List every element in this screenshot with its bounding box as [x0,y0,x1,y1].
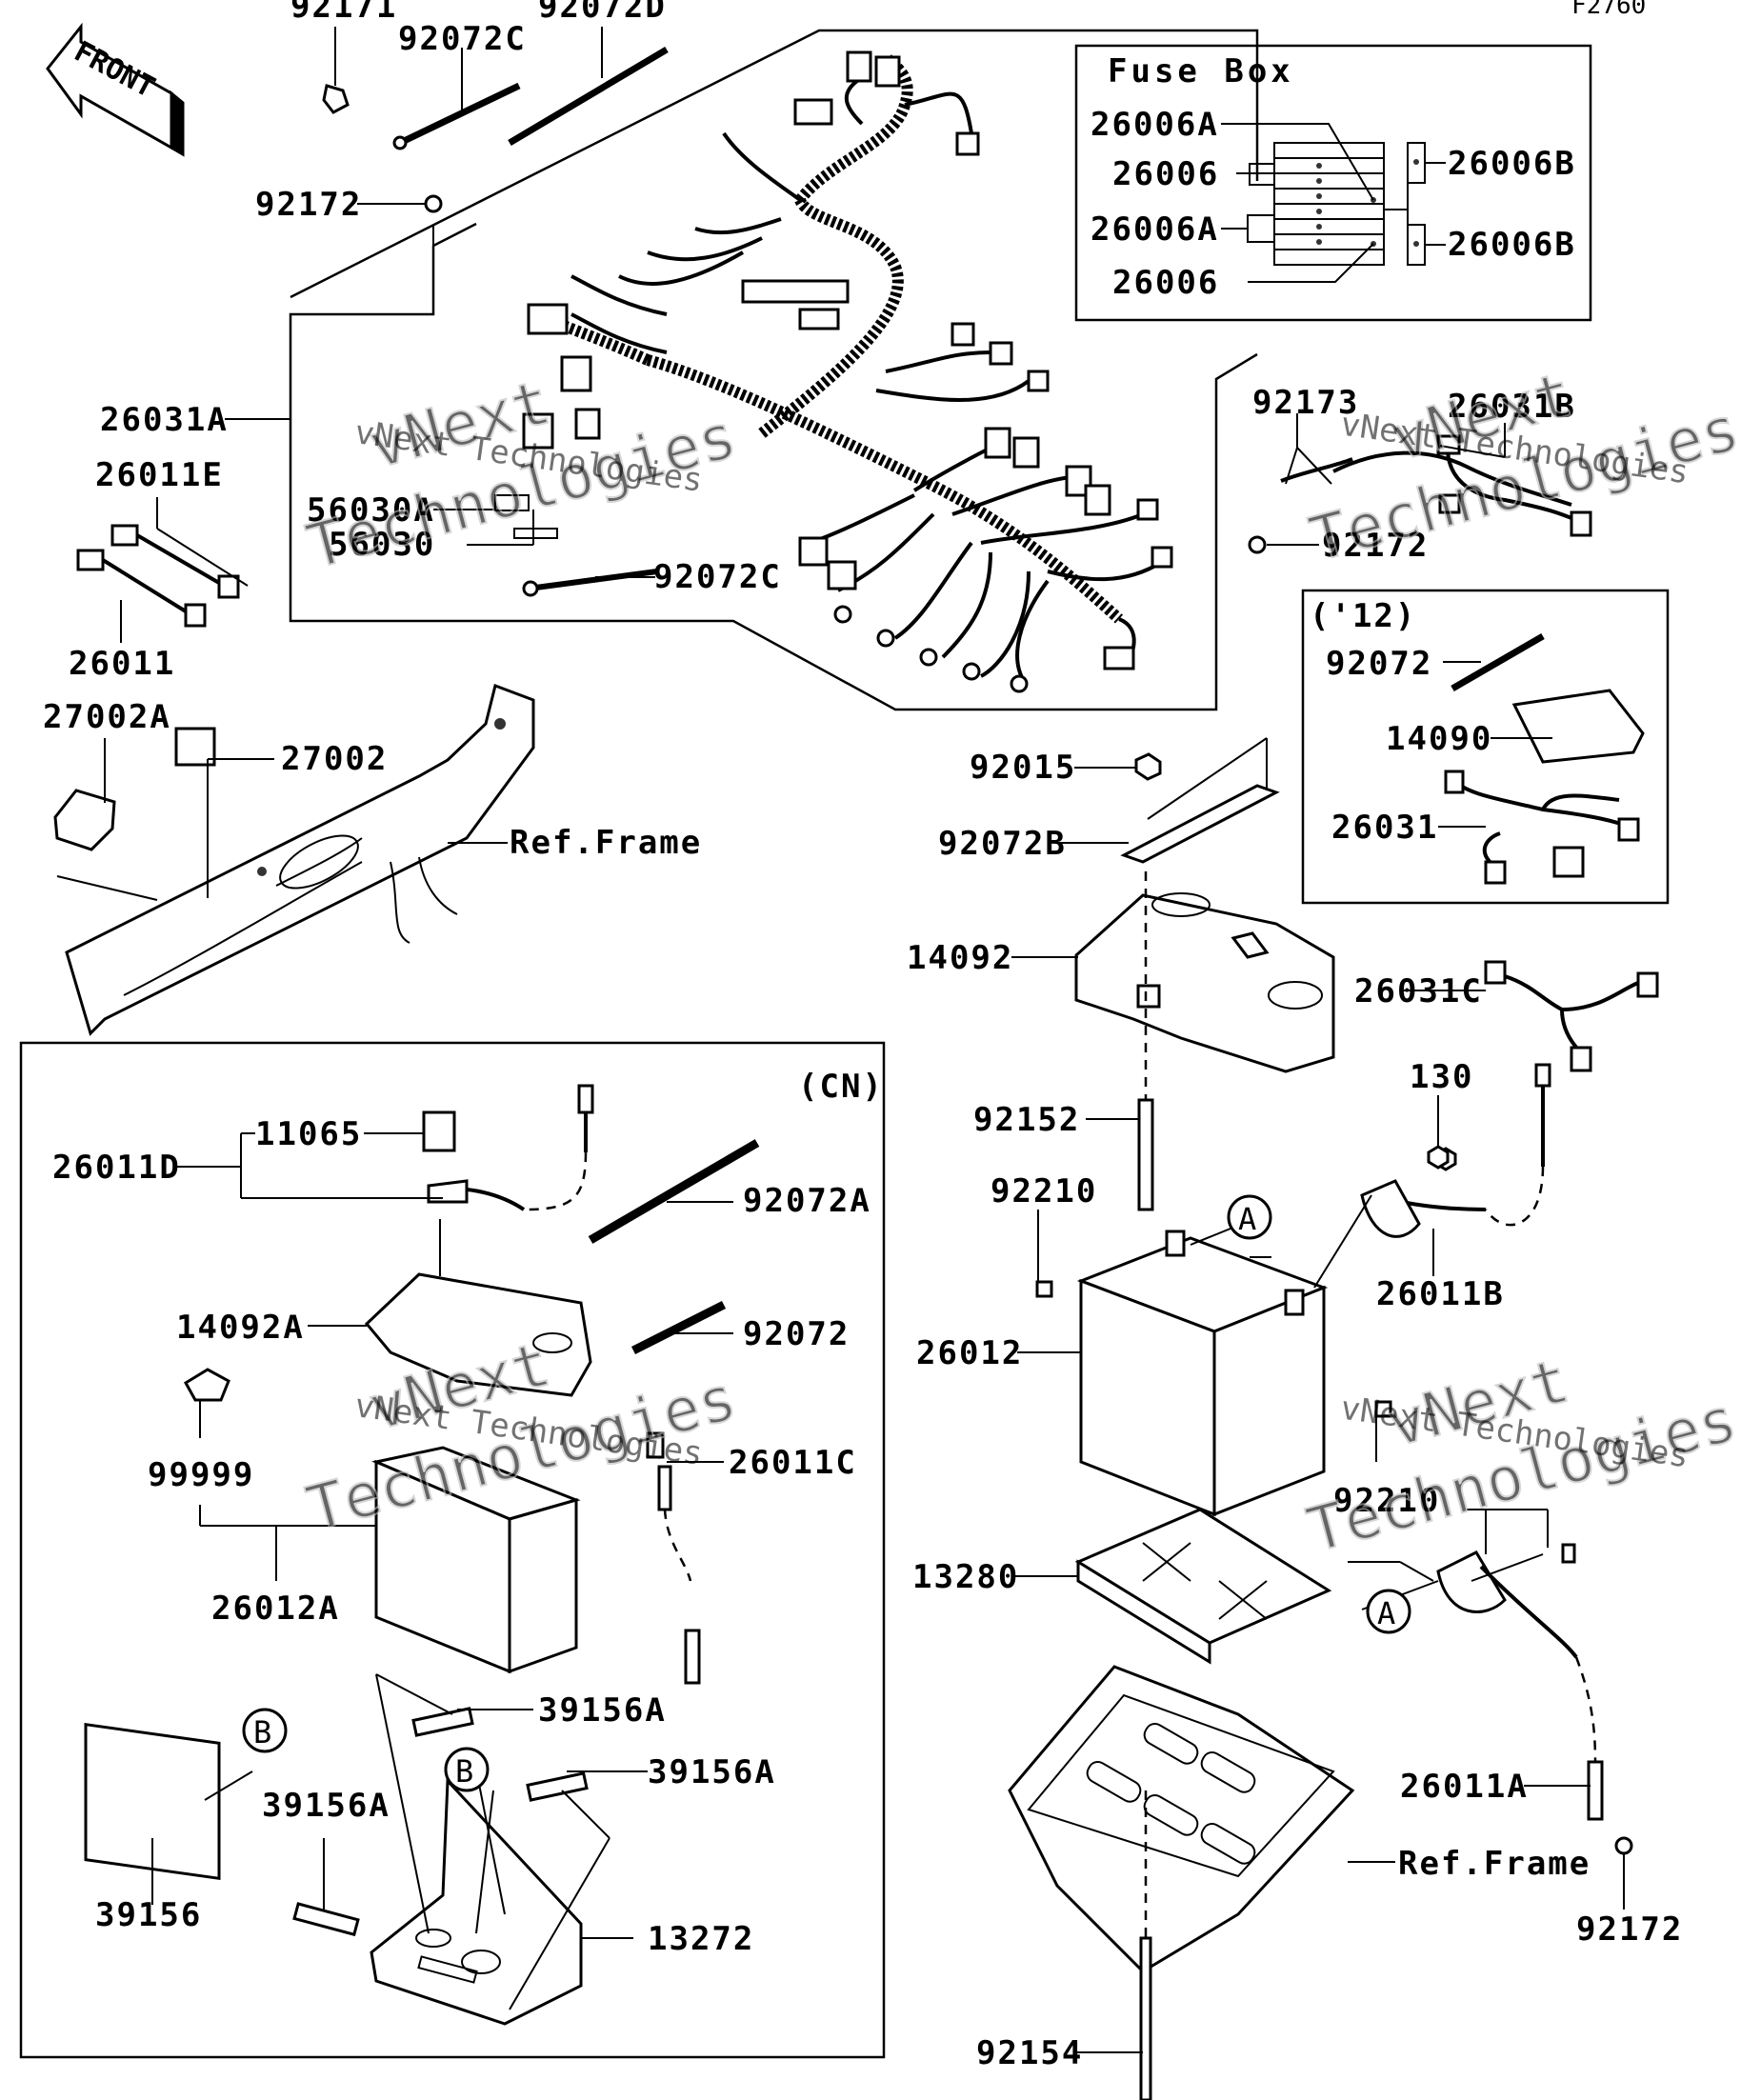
callout-a-text: A [1377,1595,1395,1631]
left-frame-section [53,684,535,1036]
callout-a-bottom: A [1366,1589,1411,1634]
bolt-130 [1427,1145,1450,1170]
part-label-92172: 92172 [255,186,362,224]
fuse-label-26006A-bottom: 26006A [1091,210,1219,249]
front-arrow-icon: FRONT [46,22,185,157]
part-label-26012: 26012 [916,1334,1023,1372]
part-label-39156A-3: 39156A [262,1787,390,1825]
part-label-26031A: 26031A [100,401,229,439]
main-harness-section [289,29,1259,711]
part-label-92015: 92015 [970,749,1076,787]
part-label-92072C: 92072C [398,20,527,58]
part-label-92072C-mid: 92072C [653,558,782,596]
part-label-92172-right: 92172 [1322,527,1429,565]
leader-lines [104,27,1625,2053]
top-small-parts [322,46,669,213]
part-label-39156A-2: 39156A [648,1753,776,1791]
model-year-label: ('12) [1310,597,1416,635]
part-label-92172-bottom: 92172 [1576,1910,1683,1949]
fuse-label-26006A-top: 26006A [1091,106,1219,144]
part-label-92072-12: 92072 [1326,645,1432,683]
model-year-12-inset [1301,589,1670,905]
part-label-26011: 26011 [69,645,175,683]
part-label-92173: 92173 [1252,384,1359,422]
callout-a-top: A [1227,1194,1272,1240]
part-label-26031C: 26031C [1354,972,1483,1010]
part-label-92072B: 92072B [938,825,1067,863]
part-label-14092A: 14092A [176,1309,305,1347]
part-label-92210-top: 92210 [991,1172,1097,1210]
part-label-92154: 92154 [976,2034,1083,2072]
part-label-11065: 11065 [255,1115,362,1153]
fuse-label-26006-bottom: 26006 [1112,264,1219,302]
part-label-26011B: 26011B [1376,1275,1505,1313]
part-label-14090: 14090 [1386,720,1492,758]
part-label-27002A: 27002A [43,698,171,736]
part-label-26031B: 26031B [1448,388,1576,426]
fuse-box-title: Fuse Box [1108,52,1294,90]
part-label-26011D: 26011D [52,1149,181,1187]
part-label-26012A: 26012A [211,1590,340,1628]
part-label-26011E: 26011E [95,456,224,494]
cn-battery-inset [19,1041,886,2059]
callout-b-text: B [253,1714,271,1750]
callout-b-left: B [242,1708,288,1753]
part-label-99999: 99999 [148,1456,254,1494]
part-label-13280: 13280 [912,1558,1019,1596]
part-label-39156: 39156 [95,1896,202,1934]
callout-b-right: B [444,1747,490,1792]
fuse-label-26006-top: 26006 [1112,155,1219,193]
battery-stack-right [1008,737,1392,2100]
part-label-14092: 14092 [907,939,1013,977]
callout-b-text: B [455,1753,473,1790]
cable-26011-pair [76,524,240,628]
part-label-39156A-1: 39156A [538,1691,667,1730]
part-label-92171: 92171 [290,0,397,26]
part-label-26011A: 26011A [1400,1768,1529,1806]
fuse-label-26006B-bottom: 26006B [1448,226,1576,264]
diagram-code: F2760 [1571,0,1646,20]
part-label-92072-cn: 92072 [743,1315,850,1353]
sub-harness-26031C [1484,960,1659,1072]
part-label-26031: 26031 [1331,809,1438,847]
ref-frame-label-right: Ref.Frame [1398,1845,1591,1883]
sub-harness-26031B-section [1214,352,1592,571]
callout-a-text: A [1238,1201,1256,1237]
fuse-label-26006B-top: 26006B [1448,145,1576,183]
part-label-92152: 92152 [973,1101,1080,1139]
part-label-92072D: 92072D [538,0,667,26]
part-label-92072A: 92072A [743,1182,871,1220]
part-label-56030A: 56030A [307,491,435,530]
part-label-26011C: 26011C [729,1444,857,1482]
part-label-130: 130 [1410,1058,1473,1096]
ref-frame-label-left: Ref.Frame [510,824,702,862]
fuse-box-inset [1074,44,1592,322]
part-label-92210-bottom: 92210 [1333,1482,1440,1520]
part-label-27002: 27002 [281,740,388,778]
cn-label: (CN) [798,1068,884,1106]
part-label-56030: 56030 [329,526,435,564]
part-label-13272: 13272 [648,1920,754,1958]
battery-cables-right [1313,1063,1633,1855]
